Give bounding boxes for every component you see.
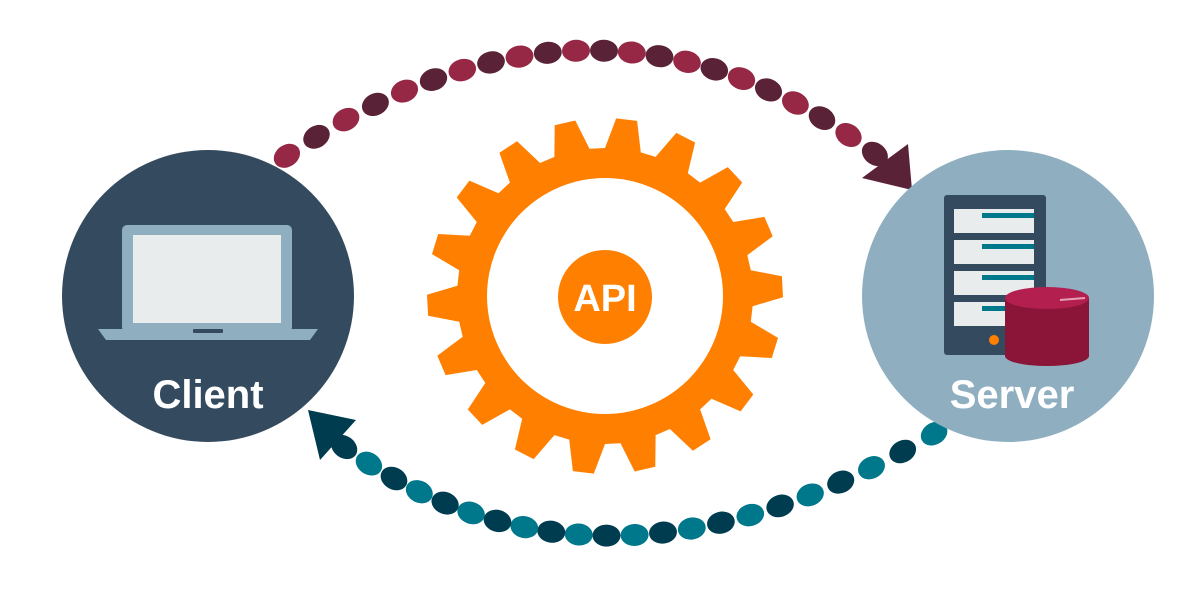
request-arrowhead bbox=[862, 144, 912, 190]
arrow-dot bbox=[796, 483, 824, 507]
arrow-dot bbox=[505, 45, 534, 68]
request-dots bbox=[273, 39, 888, 168]
arrow-dot bbox=[483, 509, 512, 533]
api-label: API bbox=[573, 278, 636, 320]
arrow-dot bbox=[419, 68, 448, 91]
arrow-dot bbox=[835, 122, 862, 148]
arrow-dot bbox=[431, 491, 459, 515]
arrow-dot bbox=[533, 41, 562, 64]
client-node: Client bbox=[62, 150, 354, 442]
arrow-dot bbox=[808, 106, 836, 130]
arrow-dot bbox=[707, 511, 735, 534]
arrow-dot bbox=[537, 520, 566, 543]
server-node: Server bbox=[862, 150, 1154, 442]
arrow-dot bbox=[700, 58, 729, 81]
database-icon bbox=[1005, 287, 1089, 366]
arrow-dot bbox=[273, 143, 301, 168]
arrow-dot bbox=[590, 39, 618, 62]
arrow-dot bbox=[390, 79, 419, 103]
arrow-dot bbox=[858, 456, 885, 480]
request-arrow bbox=[273, 39, 912, 190]
arrow-dot bbox=[781, 91, 809, 115]
server-label: Server bbox=[950, 373, 1075, 417]
laptop-icon bbox=[98, 225, 318, 340]
arrow-dot bbox=[677, 517, 706, 540]
arrow-dot bbox=[562, 39, 590, 62]
arrow-dot bbox=[736, 503, 765, 527]
arrow-dot bbox=[303, 124, 330, 149]
arrow-dot bbox=[754, 78, 783, 102]
arrow-dot bbox=[510, 515, 539, 539]
arrow-dot bbox=[920, 421, 948, 446]
arrow-dot bbox=[592, 524, 621, 547]
arrow-dot bbox=[448, 58, 477, 82]
response-arrowhead bbox=[308, 410, 356, 460]
arrow-dot bbox=[355, 451, 383, 476]
client-label: Client bbox=[152, 373, 263, 417]
arrow-dot bbox=[766, 494, 794, 518]
arrow-dot bbox=[361, 92, 389, 117]
arrow-dot bbox=[564, 523, 593, 546]
arrow-dot bbox=[827, 470, 855, 494]
arrow-dot bbox=[645, 45, 674, 68]
arrow-dot bbox=[889, 439, 917, 464]
arrow-dot bbox=[727, 67, 756, 91]
arrow-dot bbox=[332, 107, 360, 132]
arrow-dot bbox=[380, 466, 408, 491]
arrow-dot bbox=[673, 50, 701, 73]
arrow-dot bbox=[620, 523, 649, 547]
response-dots bbox=[331, 421, 948, 547]
response-arrow bbox=[308, 410, 948, 547]
api-badge bbox=[558, 250, 652, 344]
arrow-dot bbox=[477, 51, 505, 74]
arrow-dot bbox=[617, 41, 646, 64]
arrow-dot bbox=[331, 434, 358, 460]
arrow-dot bbox=[649, 521, 677, 544]
arrow-dot bbox=[861, 141, 888, 167]
api-gear: API bbox=[427, 118, 783, 474]
arrow-dot bbox=[457, 501, 485, 525]
arrow-dot bbox=[405, 480, 433, 504]
